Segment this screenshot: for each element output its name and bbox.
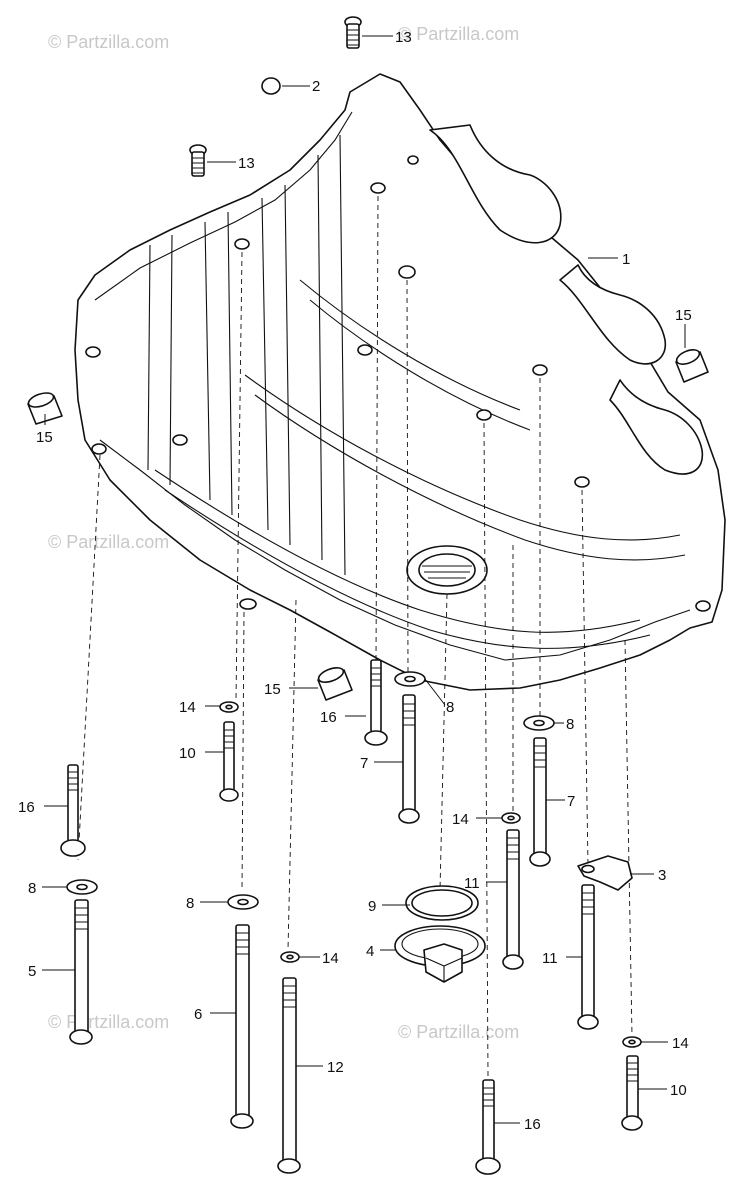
bolt-16-lower[interactable] — [475, 1079, 501, 1175]
bolt-5[interactable] — [69, 899, 93, 1045]
callout-15: 15 — [675, 307, 692, 324]
callout-15: 15 — [264, 681, 281, 698]
leader-lines — [42, 35, 686, 1124]
bolt-16-upper[interactable] — [364, 659, 388, 746]
callout-2: 2 — [312, 78, 320, 95]
callout-12: 12 — [327, 1059, 344, 1076]
watermark: © Partzilla.com — [398, 24, 519, 44]
callout-16: 16 — [524, 1116, 541, 1133]
callout-1: 1 — [622, 251, 630, 268]
callout-7: 7 — [360, 755, 368, 772]
watermark: © Partzilla.com — [48, 32, 169, 52]
washer-14-b[interactable] — [501, 812, 521, 824]
callout-3: 3 — [658, 867, 666, 884]
oil-pan-body[interactable] — [74, 73, 726, 691]
dowel-pin-15-left[interactable] — [27, 390, 63, 425]
callout-15: 15 — [36, 429, 53, 446]
callout-14: 14 — [452, 811, 469, 828]
bolt-10-lower[interactable] — [621, 1055, 643, 1131]
callout-16: 16 — [320, 709, 337, 726]
callout-labels: 13 2 13 1 15 15 15 8 14 16 8 10 7 7 16 1… — [18, 29, 692, 1133]
callout-8: 8 — [186, 895, 194, 912]
callout-11: 11 — [464, 875, 480, 892]
callout-16: 16 — [18, 799, 35, 816]
callout-8: 8 — [446, 699, 454, 716]
washer-8-right[interactable] — [523, 715, 555, 731]
drain-plug-4[interactable] — [394, 925, 486, 983]
watermark: © Partzilla.com — [48, 1012, 169, 1032]
callout-13: 13 — [238, 155, 255, 172]
callout-6: 6 — [194, 1006, 202, 1023]
bolt-10-upper[interactable] — [219, 721, 239, 802]
callout-11: 11 — [542, 950, 558, 967]
callout-8: 8 — [566, 716, 574, 733]
dowel-pin-15-center[interactable] — [317, 665, 353, 701]
washer-14-a[interactable] — [219, 701, 239, 713]
o-ring-9[interactable] — [405, 885, 479, 921]
callout-5: 5 — [28, 963, 36, 980]
washer-8-center[interactable] — [394, 671, 426, 687]
callout-14: 14 — [322, 950, 339, 967]
bolt-7-center[interactable] — [398, 694, 420, 824]
watermark: © Partzilla.com — [398, 1022, 519, 1042]
plug-2[interactable] — [261, 77, 281, 95]
watermark: © Partzilla.com — [48, 532, 169, 552]
bolt-12[interactable] — [277, 977, 301, 1174]
callout-14: 14 — [672, 1035, 689, 1052]
bolt-16-left[interactable] — [60, 764, 86, 857]
callout-9: 9 — [368, 898, 376, 915]
washer-14-d[interactable] — [622, 1036, 642, 1048]
callout-10: 10 — [670, 1082, 687, 1099]
callout-10: 10 — [179, 745, 196, 762]
dowel-pin-15-right[interactable] — [675, 347, 709, 383]
bracket-3[interactable] — [577, 855, 633, 891]
callout-8: 8 — [28, 880, 36, 897]
bolt-6[interactable] — [230, 924, 254, 1129]
washer-8-mid[interactable] — [227, 894, 259, 910]
callout-4: 4 — [366, 943, 374, 960]
bolt-13-top[interactable] — [344, 16, 362, 49]
callout-14: 14 — [179, 699, 196, 716]
washer-8-left[interactable] — [66, 879, 98, 895]
bolt-11-center[interactable] — [502, 829, 524, 970]
alignment-lines — [77, 195, 633, 1077]
bolt-11-right[interactable] — [577, 884, 599, 1030]
bolt-7-right[interactable] — [529, 737, 551, 867]
callout-7: 7 — [567, 793, 575, 810]
callout-13: 13 — [395, 29, 412, 46]
washer-14-c[interactable] — [280, 951, 300, 963]
bolt-13-left[interactable] — [189, 144, 207, 177]
